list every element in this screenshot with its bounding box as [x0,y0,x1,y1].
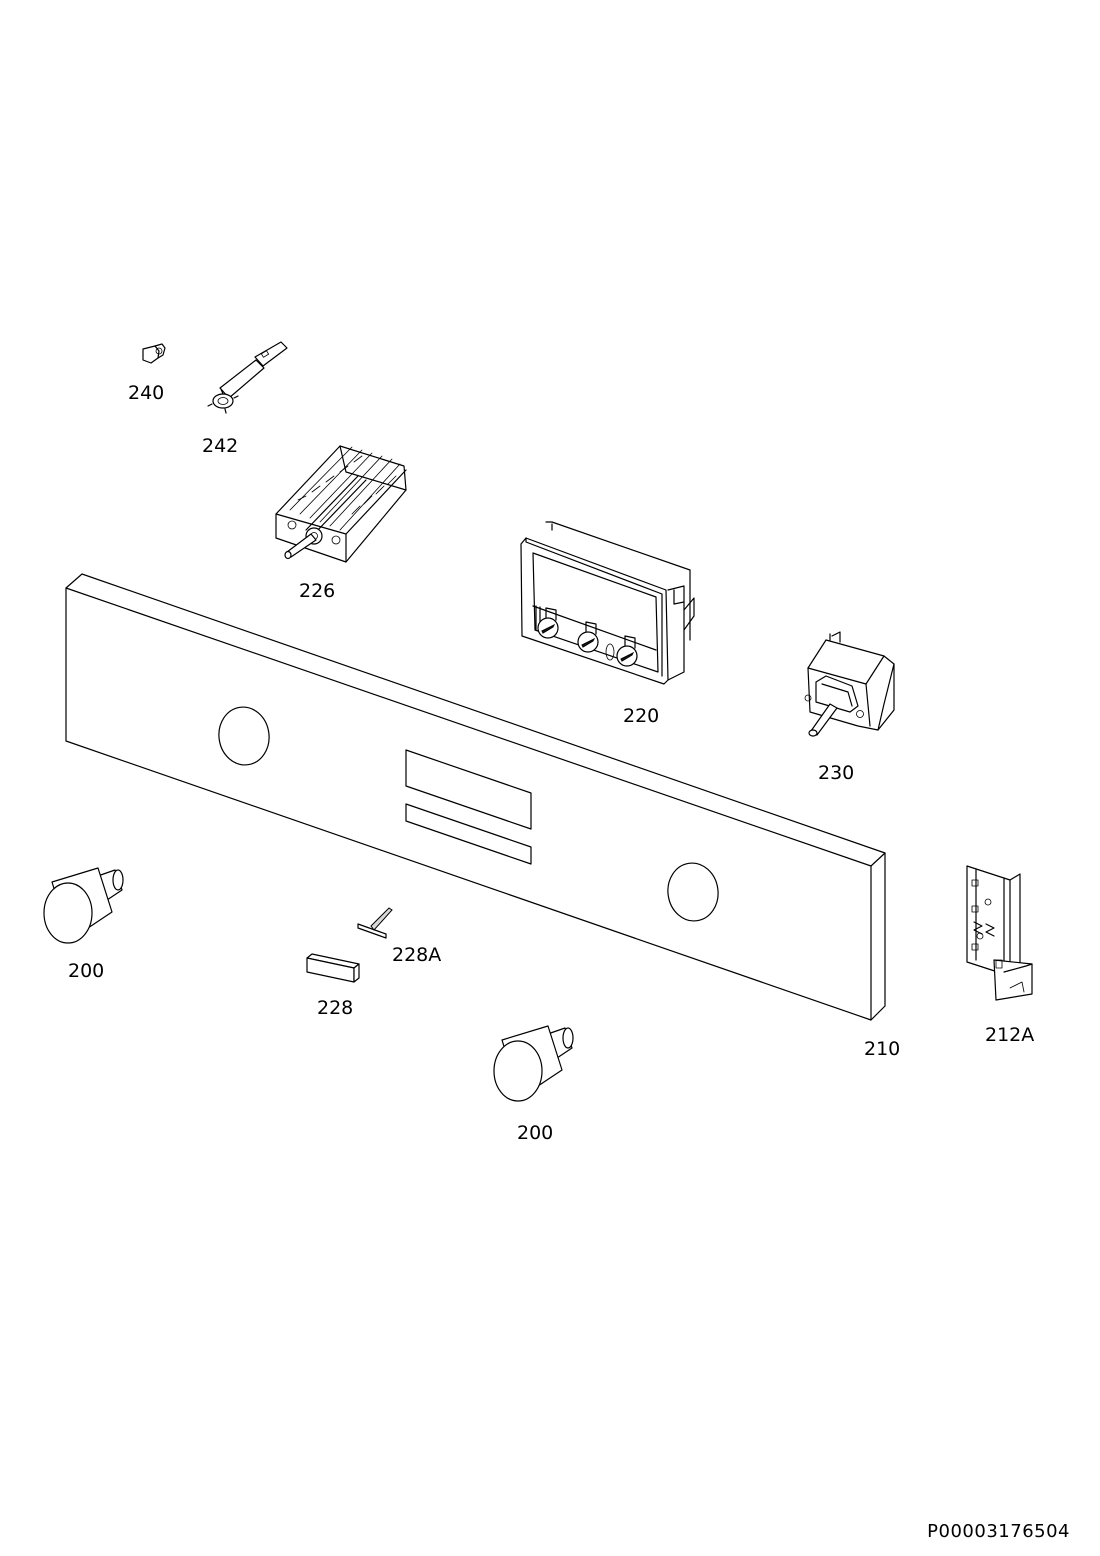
part-228-label: 228 [317,997,353,1019]
part-200-left-label: 200 [68,960,104,982]
part-210-panel-drawing [65,573,886,1021]
part-200-bottom-knob-drawing [493,1025,574,1102]
part-212a-label: 212A [985,1024,1034,1046]
part-228a-lever-drawing [357,907,393,939]
part-240-label: 240 [128,382,164,404]
part-228a-label: 228A [392,944,441,966]
part-230-thermostat-drawing [804,631,895,737]
part-220-timer-drawing [520,521,695,685]
part-226-label: 226 [299,580,335,602]
part-220-label: 220 [623,705,659,727]
document-id: P00003176504 [927,1521,1070,1542]
part-230-label: 230 [818,762,854,784]
part-242-probe-drawing [207,341,288,414]
part-240-clip-drawing [142,343,166,364]
part-242-label: 242 [202,435,238,457]
part-210-label: 210 [864,1038,900,1060]
part-226-switch-drawing [275,445,407,563]
part-200-bottom-label: 200 [517,1122,553,1144]
part-228-button-drawing [306,953,360,983]
part-212a-bracket-drawing [966,865,1033,1001]
part-200-left-knob-drawing [43,867,124,944]
